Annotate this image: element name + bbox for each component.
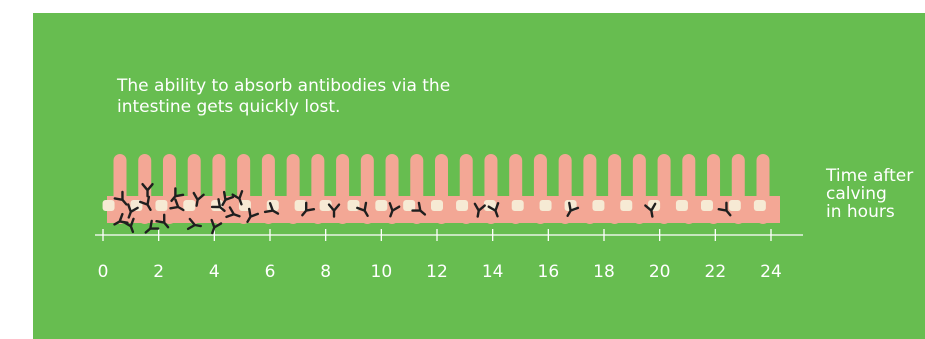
pore xyxy=(295,200,307,211)
pore xyxy=(729,200,741,211)
tick-label: 4 xyxy=(209,262,220,282)
tick-label: 16 xyxy=(538,262,560,282)
tick-label: 24 xyxy=(760,262,782,282)
pore xyxy=(183,200,195,211)
caption-line-1: The ability to absorb antibodies via the xyxy=(117,76,537,97)
tick-label: 2 xyxy=(153,262,164,282)
tick-label: 14 xyxy=(482,262,504,282)
pore xyxy=(754,200,766,211)
tick-label: 0 xyxy=(98,262,109,282)
pore xyxy=(403,200,415,211)
time-axis-label-line-1: Time after xyxy=(826,167,913,185)
pore xyxy=(512,200,524,211)
pore xyxy=(620,200,632,211)
caption-line-2: intestine gets quickly lost. xyxy=(117,97,537,118)
time-axis-label-line-3: in hours xyxy=(826,203,913,221)
tick-label: 10 xyxy=(371,262,393,282)
pore xyxy=(431,200,443,211)
tick-label: 12 xyxy=(426,262,448,282)
pore xyxy=(456,200,468,211)
tick-label: 8 xyxy=(320,262,331,282)
time-axis-label-line-2: calving xyxy=(826,185,913,203)
caption: The ability to absorb antibodies via the… xyxy=(117,76,537,118)
pore xyxy=(592,200,604,211)
tick-label: 22 xyxy=(705,262,727,282)
pore xyxy=(676,200,688,211)
pore xyxy=(103,200,115,211)
pore xyxy=(155,200,167,211)
time-axis-label: Time after calving in hours xyxy=(826,167,913,221)
pore xyxy=(348,200,360,211)
pore xyxy=(375,200,387,211)
tick-label: 18 xyxy=(593,262,615,282)
pore xyxy=(540,200,552,211)
tick-label: 20 xyxy=(649,262,671,282)
tick-label: 6 xyxy=(265,262,276,282)
pore xyxy=(701,200,713,211)
